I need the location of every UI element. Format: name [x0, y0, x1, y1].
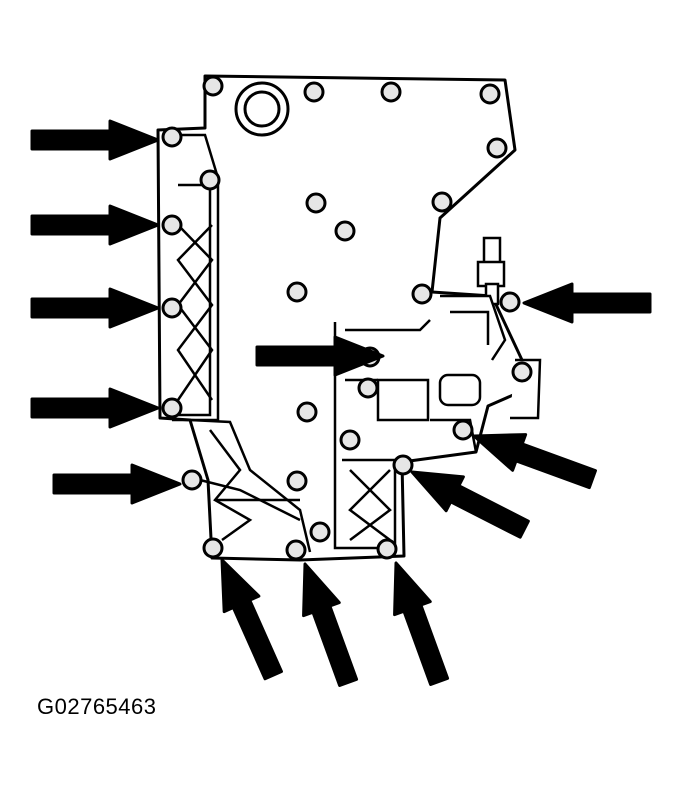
bolt — [181, 469, 203, 491]
valve-stem — [440, 236, 542, 420]
bolt — [161, 214, 183, 236]
arrow-icon — [466, 416, 601, 499]
bolt-hole — [199, 169, 221, 191]
bolt — [511, 361, 533, 383]
lower-left-ribs — [189, 418, 312, 553]
figure-id: G02765463 — [37, 694, 157, 719]
arrow-icon — [522, 282, 652, 324]
bolt-hole — [202, 75, 224, 97]
bolt-hole — [357, 377, 379, 399]
bolt-hole — [334, 220, 356, 242]
bolt — [452, 419, 474, 441]
bolt — [392, 454, 414, 476]
bolt-holes-unmarked — [199, 75, 508, 543]
bolt-hole — [286, 470, 308, 492]
bolt — [161, 397, 183, 419]
bolt — [285, 539, 307, 561]
bolt — [202, 537, 224, 559]
bolt-hole — [380, 81, 402, 103]
arrow-icon — [30, 204, 160, 246]
bolt-hole — [309, 521, 331, 543]
bolt-hole — [486, 137, 508, 159]
bolt-hole — [411, 283, 433, 305]
bolt-hole — [305, 192, 327, 214]
main-bore — [234, 81, 290, 137]
valve-body-plate — [156, 74, 524, 562]
arrow-icon — [30, 387, 160, 429]
bolt-hole — [286, 281, 308, 303]
bolt — [499, 291, 521, 313]
bolt-hole — [479, 83, 501, 105]
arrow-icon — [52, 463, 182, 505]
arrow-icon — [376, 555, 459, 690]
bolt — [161, 297, 183, 319]
bolt-hole — [339, 429, 361, 451]
arrow-icon — [30, 287, 160, 329]
bolt — [376, 538, 398, 560]
bolt — [161, 126, 183, 148]
bolt-hole — [296, 401, 318, 423]
arrow-icon — [30, 119, 160, 161]
arrow-icon — [203, 550, 293, 685]
arrow-icon — [285, 556, 368, 691]
bolt-hole — [303, 81, 325, 103]
bolt-hole — [431, 191, 453, 213]
